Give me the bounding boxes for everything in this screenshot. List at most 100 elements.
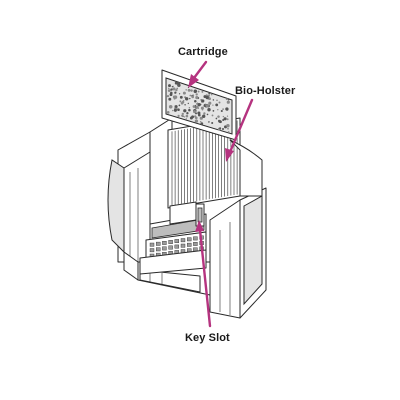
media-speckle (191, 115, 195, 119)
media-speckle (207, 108, 211, 112)
media-speckle (187, 102, 189, 105)
media-speckle (189, 97, 191, 100)
bio-holster (167, 117, 263, 209)
media-speckle (183, 116, 186, 118)
media-speckle (193, 89, 198, 94)
media-speckle (179, 95, 183, 99)
grate-cell (168, 245, 173, 250)
grate-cell (193, 247, 198, 252)
media-speckle (205, 95, 209, 100)
media-speckle (193, 110, 197, 114)
media-speckle (197, 103, 201, 107)
media-speckle (190, 89, 193, 92)
media-speckle (226, 118, 229, 121)
grate-cell (162, 240, 167, 245)
media-speckle (196, 102, 199, 105)
media-speckle (178, 93, 181, 95)
media-speckle (212, 99, 215, 101)
grate-cell (155, 241, 161, 246)
media-speckle (199, 116, 203, 120)
cartridge-pointer (192, 60, 208, 80)
media-speckle (207, 121, 210, 123)
media-speckle (195, 105, 199, 109)
media-speckle (220, 109, 223, 113)
grate-cell (186, 242, 192, 247)
media-speckle (185, 114, 189, 118)
grate-cell (186, 237, 192, 242)
media-speckle (171, 85, 174, 88)
media-speckle (174, 81, 178, 85)
media-speckle (205, 104, 209, 108)
media-speckle (167, 89, 171, 92)
media-speckle (189, 94, 192, 97)
media-speckle (184, 104, 186, 106)
media-speckle (176, 87, 179, 90)
media-speckle (185, 89, 187, 91)
media-speckle (194, 119, 199, 123)
media-speckle (170, 88, 173, 91)
media-speckle (222, 118, 225, 122)
media-speckle (182, 91, 186, 95)
media-speckle (187, 88, 191, 92)
media-speckle (183, 109, 187, 113)
media-speckle (203, 112, 206, 115)
media-speckle (174, 91, 177, 94)
media-speckle (181, 112, 184, 116)
media-speckle (191, 95, 195, 99)
media-speckle (168, 97, 172, 101)
media-speckle (210, 93, 213, 96)
media-speckle (195, 93, 198, 96)
grate-cell (193, 236, 198, 241)
media-speckle (173, 108, 177, 112)
grate-cell (149, 248, 155, 253)
media-speckle (195, 96, 199, 100)
media-speckle (166, 94, 170, 98)
media-speckle (168, 87, 170, 90)
grate-cell (155, 247, 161, 252)
grate-cell (168, 240, 173, 244)
media-speckle (181, 114, 184, 117)
cartridge (161, 69, 237, 141)
media-speckle (225, 98, 228, 101)
media-speckle (223, 117, 227, 121)
media-speckle (199, 120, 202, 123)
media-speckle (168, 105, 173, 109)
media-speckle (203, 105, 206, 108)
media-speckle (188, 106, 191, 109)
media-speckle (194, 116, 198, 119)
media-speckle (217, 109, 219, 111)
media-speckle (172, 95, 176, 99)
media-speckle (225, 107, 229, 111)
media-speckle (200, 106, 204, 110)
media-speckle (178, 104, 181, 107)
cartridge-label: Cartridge (178, 46, 228, 58)
grate-cell (162, 246, 167, 251)
media-speckle (175, 88, 178, 92)
media-speckle (201, 99, 205, 103)
callout-pointers (188, 60, 254, 328)
media-speckle (222, 115, 225, 118)
media-speckle (185, 118, 187, 120)
media-speckle (177, 114, 180, 118)
media-speckle (227, 131, 230, 133)
grate-cell (180, 243, 186, 248)
bio-holster-pointer (228, 98, 254, 154)
media-speckle (221, 127, 225, 131)
media-speckle (198, 113, 201, 117)
media-speckle (174, 105, 178, 108)
media-speckle (206, 113, 209, 116)
media-speckle (226, 115, 229, 117)
media-speckle (186, 112, 189, 115)
media-speckle (226, 123, 230, 128)
grate-cell (193, 241, 198, 246)
media-speckle (202, 114, 206, 118)
media-speckle (226, 100, 230, 104)
key-slot-pointer (198, 228, 212, 328)
media-speckle (188, 108, 191, 112)
media-speckle (222, 108, 225, 110)
media-speckle (200, 122, 204, 125)
media-speckle (166, 111, 170, 114)
media-speckle (179, 100, 182, 103)
media-speckle (216, 99, 218, 102)
